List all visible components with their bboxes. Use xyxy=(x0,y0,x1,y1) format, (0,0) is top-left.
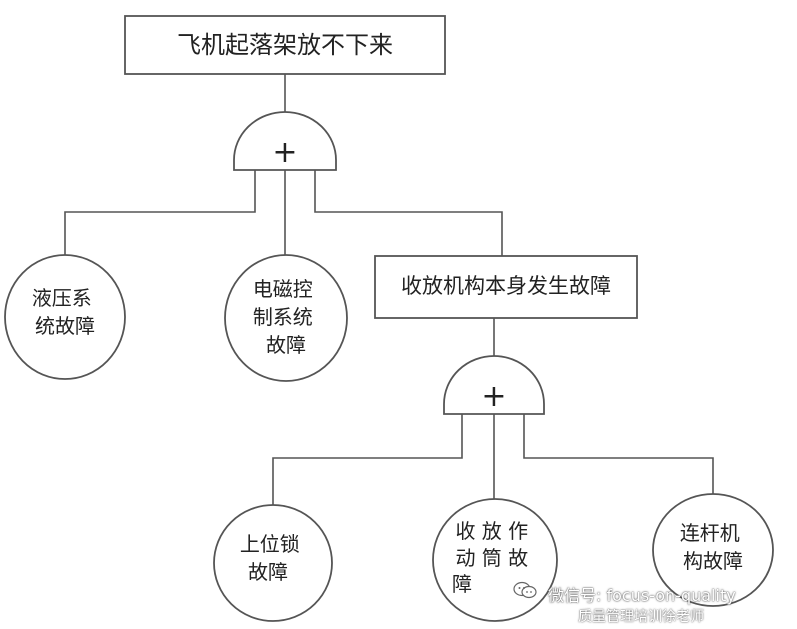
hydraulic-fault-label: 液压系 统故障 xyxy=(32,286,98,338)
hydraulic-fault-circle xyxy=(4,254,126,380)
connector-gate1-to-hydraulic xyxy=(64,170,256,258)
em-control-fault-circle xyxy=(224,254,348,382)
connector-gate1-to-mechanism xyxy=(314,170,503,256)
actuator-fault-label: 收 放 作 动 筒 故 障 xyxy=(452,519,535,596)
mechanism-fault-label: 收放机构本身发生故障 xyxy=(401,274,611,298)
or-gate-1-symbol: + xyxy=(272,135,297,170)
wechat-icon xyxy=(513,581,537,599)
connector-gate2-to-linkage xyxy=(523,414,714,503)
linkage-fault-label: 连杆机 构故障 xyxy=(680,521,746,573)
uplock-fault-label: 上位锁 故障 xyxy=(240,532,306,584)
linkage-fault-circle xyxy=(652,493,774,607)
watermark-wechat-id: 微信号: focus-on-quality xyxy=(548,586,736,605)
or-gate-2-symbol: + xyxy=(481,379,506,414)
watermark-author: 质量管理培训徐老师 xyxy=(578,609,704,625)
top-event-label: 飞机起落架放不下来 xyxy=(177,31,393,59)
or-gate-2 xyxy=(443,355,545,415)
or-gate-1 xyxy=(233,111,337,171)
top-event-box xyxy=(124,15,446,75)
uplock-fault-circle xyxy=(213,504,333,622)
em-control-fault-label: 电磁控 制系统 故障 xyxy=(253,277,319,357)
connector-gate2-to-uplock xyxy=(272,414,463,506)
mechanism-fault-box xyxy=(374,255,638,319)
